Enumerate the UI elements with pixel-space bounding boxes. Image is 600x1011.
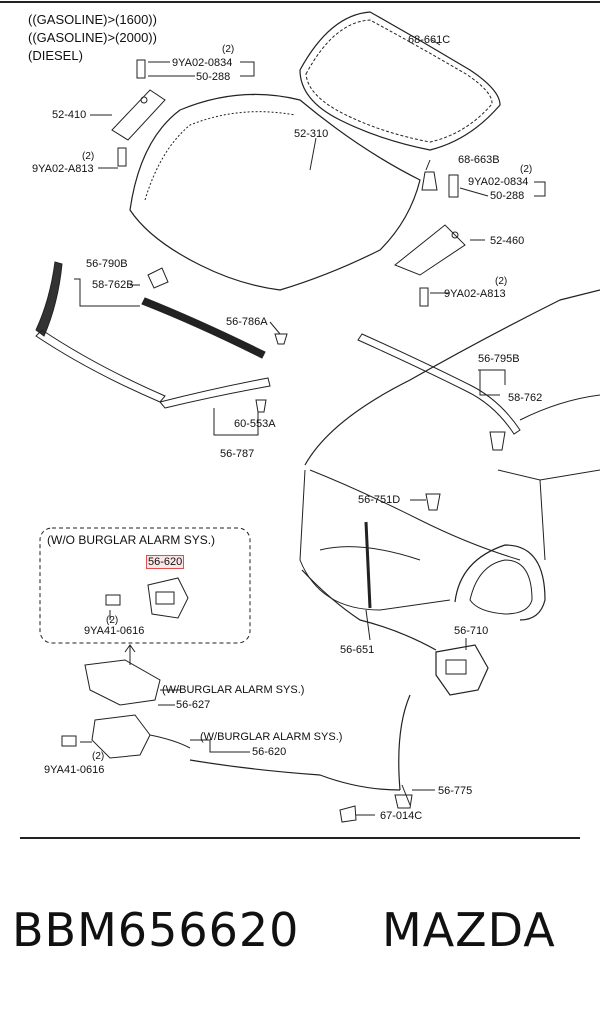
label-9YA02-0834-b: 9YA02-0834 — [468, 176, 529, 188]
label-56-786A: 56-786A — [226, 316, 268, 328]
qty-4: (2) — [495, 276, 508, 287]
label-56-620: 56-620 — [252, 746, 287, 758]
label-9YA41-0616-b: 9YA41-0616 — [44, 764, 105, 776]
label-56-651: 56-651 — [340, 644, 375, 656]
note-w-burglar-1: (W/BURGLAR ALARM SYS.) — [162, 684, 305, 696]
label-56-775: 56-775 — [438, 785, 473, 797]
footer-brand: MAZDA — [382, 903, 556, 957]
label-58-762B: 58-762B — [92, 279, 134, 291]
label-52-310: 52-310 — [294, 128, 329, 140]
label-56-627: 56-627 — [176, 699, 211, 711]
label-9YA02-0834-a: 9YA02-0834 — [172, 57, 233, 69]
label-9YA41-0616-a: 9YA41-0616 — [84, 625, 145, 637]
header-line-3: (DIESEL) — [28, 48, 83, 63]
footer-part-number: BBM656620 — [12, 903, 300, 957]
label-50-288-b: 50-288 — [490, 190, 525, 202]
note-wo-burglar: (W/O BURGLAR ALARM SYS.) — [47, 533, 216, 547]
label-56-787: 56-787 — [220, 448, 255, 460]
label-68-663B: 68-663B — [458, 154, 500, 166]
label-68-661C: 68-661C — [408, 34, 451, 46]
qty-6: (2) — [92, 751, 105, 762]
note-w-burglar-2: (W/BURGLAR ALARM SYS.) — [200, 731, 343, 743]
label-60-553A: 60-553A — [234, 418, 276, 430]
label-52-460: 52-460 — [490, 235, 525, 247]
label-52-410: 52-410 — [52, 109, 87, 121]
qty-5: (2) — [106, 615, 119, 626]
label-50-288-a: 50-288 — [196, 71, 231, 83]
qty-3: (2) — [520, 164, 533, 175]
header-line-2: ((GASOLINE)>(2000)) — [28, 30, 157, 45]
label-9YA02-A813-a: 9YA02-A813 — [32, 163, 94, 175]
label-58-762: 58-762 — [508, 392, 543, 404]
qty-2: (2) — [82, 151, 95, 162]
label-56-620-highlighted: 56-620 — [146, 555, 185, 569]
label-56-751D: 56-751D — [358, 494, 401, 506]
label-67-014C: 67-014C — [380, 810, 423, 822]
header-line-1: ((GASOLINE)>(1600)) — [28, 12, 157, 27]
label-56-790B: 56-790B — [86, 258, 128, 270]
label-56-795B: 56-795B — [478, 353, 520, 365]
qty-1: (2) — [222, 44, 235, 55]
label-9YA02-A813-b: 9YA02-A813 — [444, 288, 506, 300]
label-56-710: 56-710 — [454, 625, 489, 637]
